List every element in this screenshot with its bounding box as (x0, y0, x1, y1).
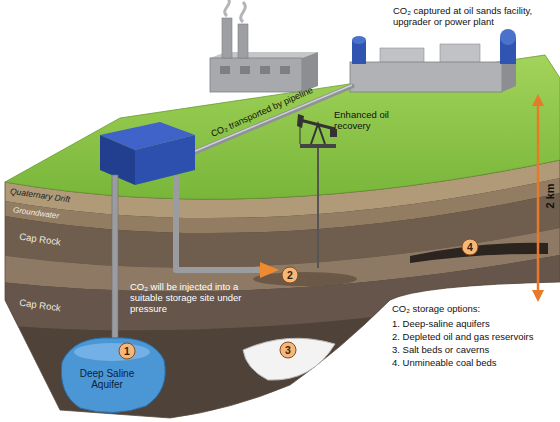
depth-label: 2 km (544, 183, 557, 208)
callout-circle: 4 (461, 238, 479, 256)
chimney (238, 24, 248, 58)
callout-circle: 3 (279, 341, 297, 359)
callout-circle: 1 (118, 342, 136, 360)
factory-window (280, 66, 290, 74)
injection-arrow (260, 262, 279, 278)
coal-seam (410, 243, 548, 263)
smoke (241, 2, 246, 22)
aquifer-body (61, 338, 165, 413)
callout-circle-fill (282, 267, 298, 283)
list-item: 4. Unmineable coal beds (392, 358, 497, 369)
factory-window (260, 66, 270, 74)
pump-head (297, 114, 304, 128)
injection-pipe (112, 175, 118, 342)
callout-circle-fill (280, 342, 296, 358)
callout-circle-fill (119, 343, 135, 359)
callout-circle-fill (462, 239, 478, 255)
plant-building (380, 48, 424, 64)
list-item: 1. Deep-saline aquifers (392, 319, 490, 330)
arrow-head (532, 94, 544, 106)
well (317, 146, 319, 268)
callout-number: 4 (461, 238, 479, 256)
pipeline (188, 86, 352, 155)
callout-circle: 2 (281, 266, 299, 284)
arrow-head (532, 290, 544, 302)
factory-window (240, 66, 250, 74)
depth-arrow (537, 104, 540, 292)
injection-pipe (176, 176, 262, 270)
list-item: 2. Depleted oil and gas reservoirs (392, 332, 534, 343)
capture-label: CO₂ captured at oil sands facility, upgr… (393, 6, 558, 28)
smoke (225, 0, 230, 16)
salt-cavern (243, 338, 335, 380)
factory-building (210, 58, 302, 92)
factory-window (220, 66, 230, 74)
aquifer-label: Deep Saline Aquifer (72, 368, 142, 390)
aquifer-highlight (74, 343, 150, 361)
aquifer-shape: Deep Saline Aquifer 1 (56, 328, 170, 416)
list-heading: CO₂ storage options: (392, 304, 480, 315)
callout-number: 2 (281, 266, 299, 284)
callout-number: 1 (118, 342, 136, 360)
plant-building (350, 62, 502, 92)
pump-rod (300, 127, 301, 144)
injection-note: CO₂ will be injected into a suitable sto… (130, 282, 250, 315)
storage-dome (500, 29, 516, 45)
cap-rock-layer (0, 255, 560, 330)
eor-label: Enhanced oil recovery (334, 110, 398, 132)
pump-base (300, 144, 336, 148)
list-item: 3. Salt beds or caverns (392, 345, 489, 356)
chimney (222, 18, 232, 58)
pipeline-highlight (188, 85, 352, 154)
block-outline (5, 160, 560, 418)
ground-surface (5, 55, 560, 199)
callout-number: 3 (279, 341, 297, 359)
storage-tank-top (352, 36, 366, 44)
injection-building (135, 135, 195, 185)
pump-beam (300, 120, 335, 129)
plant-building (440, 44, 480, 64)
